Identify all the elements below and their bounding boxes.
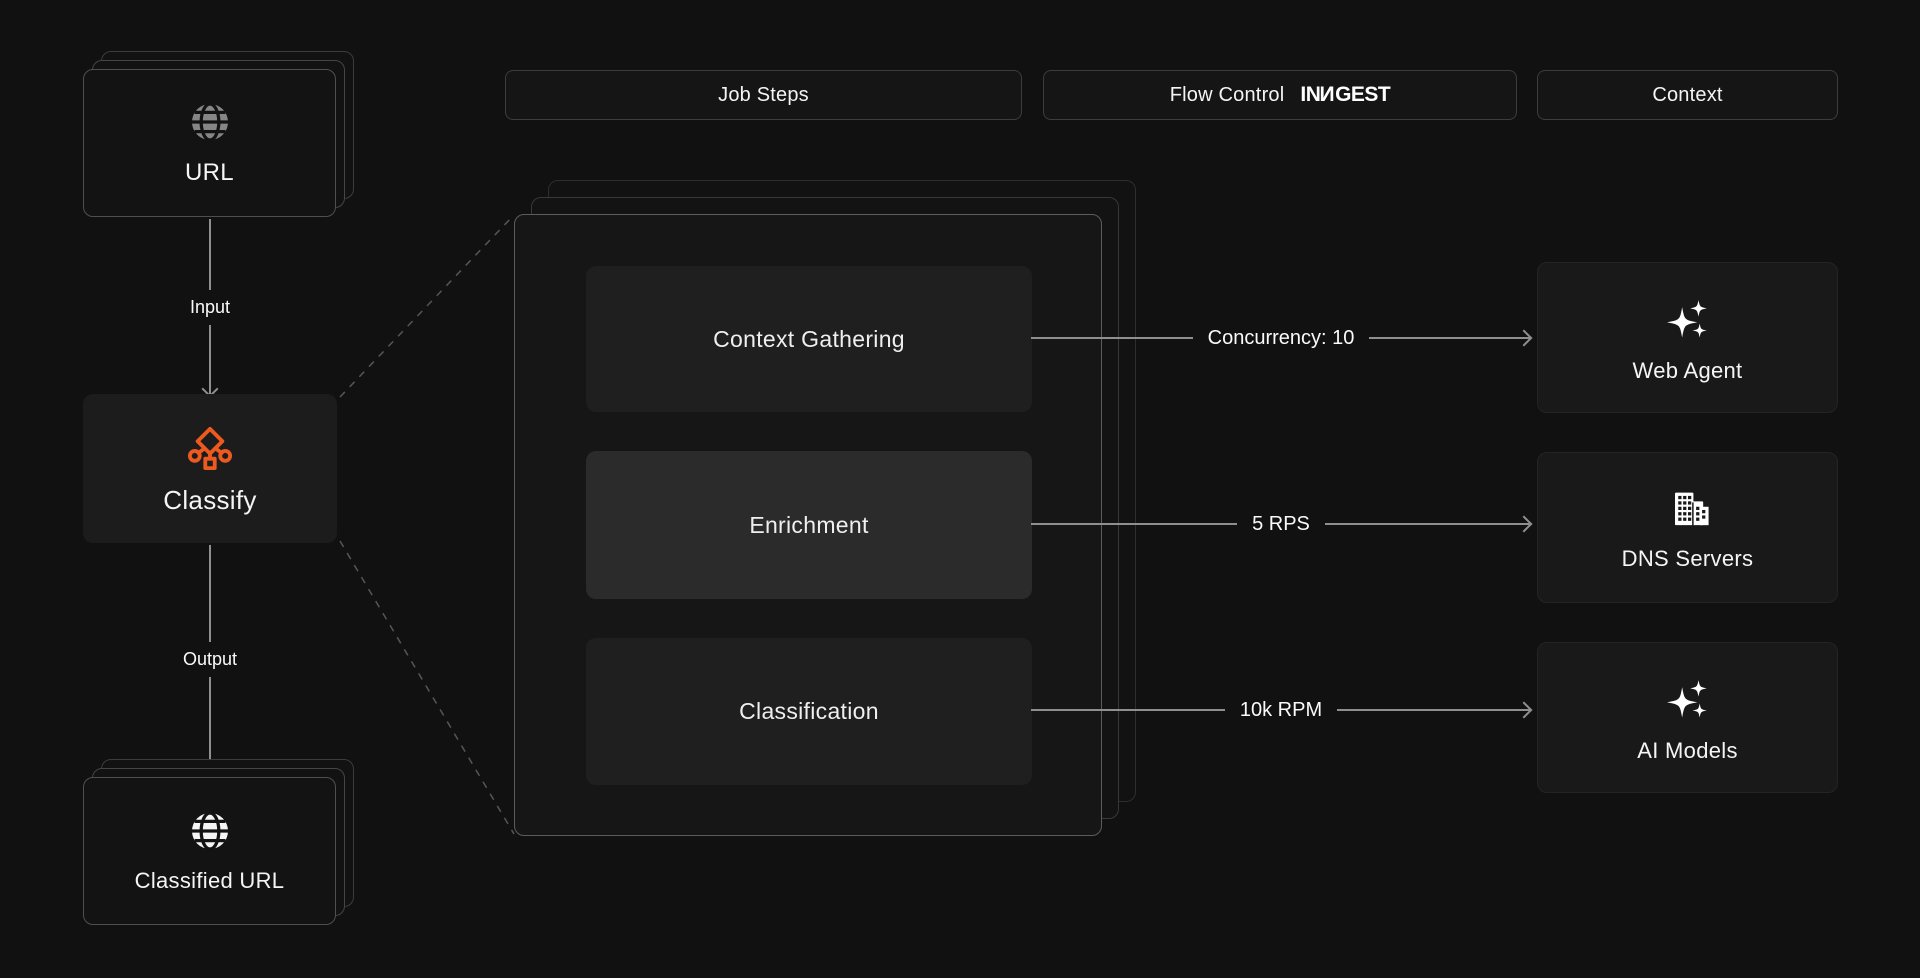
globe-icon — [191, 102, 228, 142]
header-job-steps-label: Job Steps — [718, 83, 809, 106]
job-steps-panel: Context Gathering Enrichment Classificat… — [514, 214, 1102, 836]
output-edge: Output — [150, 545, 270, 776]
service-ai-models: AI Models — [1537, 642, 1838, 793]
edge-line — [209, 545, 211, 642]
sparkles-icon — [1666, 679, 1707, 717]
step-classification: Classification — [586, 638, 1032, 785]
arrowhead-right-icon — [1515, 329, 1533, 347]
flow-edge-label: Concurrency: 10 — [1207, 326, 1355, 349]
classify-icon — [187, 426, 233, 471]
edge-line — [1324, 523, 1531, 525]
step-context-gathering: Context Gathering — [586, 266, 1032, 412]
step-enrichment: Enrichment — [586, 451, 1032, 599]
edge-line — [209, 325, 211, 396]
inngest-logo-post: GEST — [1335, 83, 1391, 106]
header-context: Context — [1537, 70, 1838, 120]
flow-edge-label: 10k RPM — [1239, 698, 1323, 721]
flow-edge-concurrency: Concurrency: 10 — [1031, 323, 1533, 353]
classified-url-node-label: Classified URL — [134, 868, 285, 893]
url-node-stack: URL — [83, 51, 355, 218]
edge-line — [209, 219, 211, 290]
classify-node-label: Classify — [163, 485, 257, 515]
sparkles-icon — [1666, 299, 1707, 337]
classified-url-node: Classified URL — [83, 777, 336, 925]
header-job-steps: Job Steps — [505, 70, 1022, 120]
header-flow-control-label: Flow Control — [1169, 83, 1285, 106]
step-label: Context Gathering — [713, 325, 905, 352]
flow-edge-rpm: 10k RPM — [1031, 695, 1533, 725]
service-label: AI Models — [1637, 737, 1738, 763]
header-context-label: Context — [1652, 83, 1723, 106]
edge-line — [209, 677, 211, 774]
flow-edge-rps: 5 RPS — [1031, 509, 1533, 539]
service-web-agent: Web Agent — [1537, 262, 1838, 413]
arrowhead-right-icon — [1515, 701, 1533, 719]
url-node-label: URL — [185, 159, 234, 186]
service-label: Web Agent — [1632, 357, 1743, 383]
arrowhead-right-icon — [1515, 515, 1533, 533]
edge-line — [1031, 337, 1193, 339]
url-node: URL — [83, 69, 336, 217]
edge-line — [1337, 709, 1531, 711]
step-label: Enrichment — [749, 511, 869, 538]
edge-line — [1031, 523, 1238, 525]
step-label: Classification — [739, 698, 879, 724]
inngest-logo-mirrored-n: N — [1320, 83, 1336, 106]
input-edge-label: Input — [189, 297, 231, 317]
service-label: DNS Servers — [1621, 545, 1754, 571]
input-edge: Input — [150, 219, 270, 398]
classified-url-node-stack: Classified URL — [83, 759, 355, 926]
edge-line — [1369, 337, 1531, 339]
inngest-logo-pre: IN — [1300, 83, 1321, 106]
building-icon — [1674, 492, 1709, 525]
classify-node: Classify — [83, 394, 337, 543]
output-edge-label: Output — [182, 649, 238, 669]
service-dns-servers: DNS Servers — [1537, 452, 1838, 603]
globe-icon — [191, 811, 228, 851]
flow-edge-label: 5 RPS — [1252, 512, 1310, 535]
edge-line — [1031, 709, 1225, 711]
